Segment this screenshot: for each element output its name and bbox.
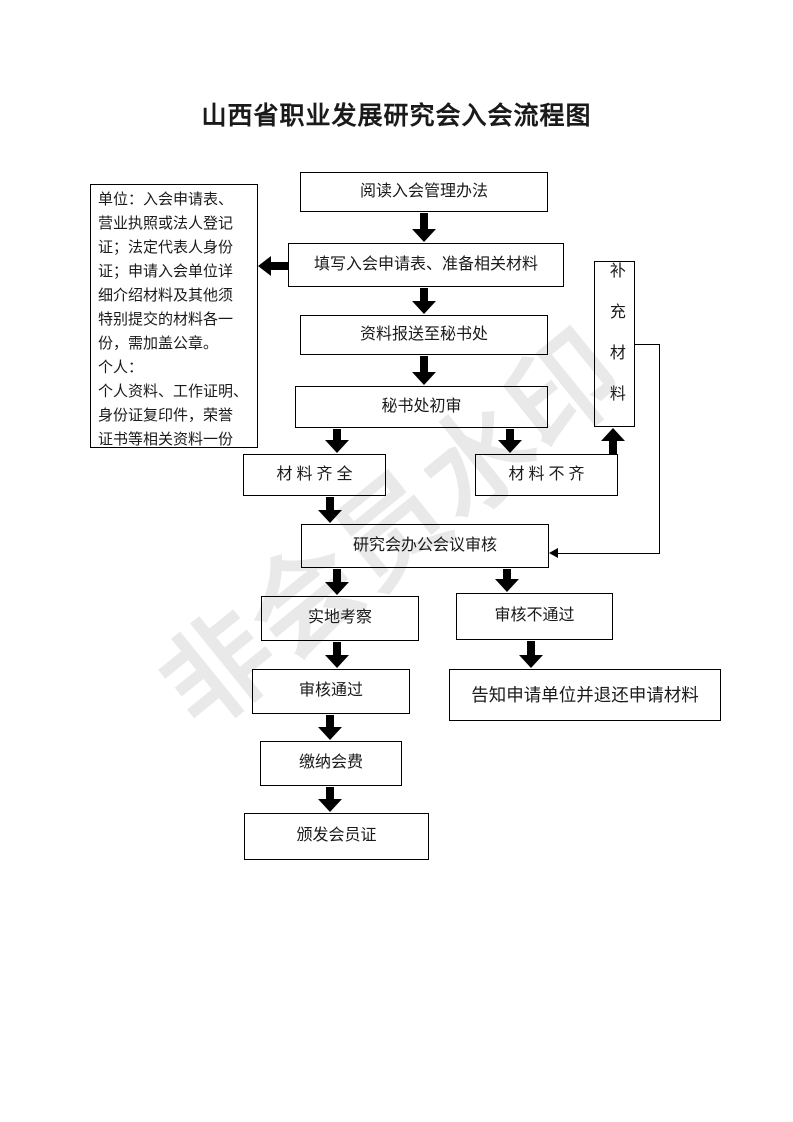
arrow-fill-to-submit	[420, 288, 428, 301]
arrow-review-to-incomplete	[506, 429, 514, 440]
node-read-rules: 阅读入会管理办法	[300, 172, 548, 212]
arrow-meeting-to-failed	[503, 569, 511, 579]
node-issue-certificate: 颁发会员证	[244, 813, 429, 860]
supplement-materials-label: 补充材料	[606, 262, 624, 426]
arrow-read-to-fill	[420, 213, 428, 229]
connector-supplement-return	[557, 552, 660, 554]
node-submit-materials: 资料报送至秘书处	[300, 315, 548, 355]
connector-supplement-vertical	[658, 343, 660, 554]
arrow-complete-to-meeting	[326, 497, 334, 510]
arrow-fee-to-certificate	[326, 787, 334, 799]
arrow-failed-to-notify	[527, 641, 535, 655]
node-materials-incomplete: 材 料 不 齐	[475, 454, 618, 496]
arrow-fill-to-info	[271, 262, 288, 270]
node-review-failed: 审核不通过	[456, 593, 613, 640]
page-title: 山西省职业发展研究会入会流程图	[201, 103, 592, 130]
arrow-submit-to-review	[420, 356, 428, 372]
arrow-passed-to-fee	[326, 715, 334, 727]
connector-arrowhead-icon	[549, 548, 558, 558]
node-supplement-materials: 补充材料	[594, 261, 635, 427]
node-pay-fee: 缴纳会费	[260, 741, 402, 786]
node-field-inspection: 实地考察	[261, 596, 419, 641]
node-materials-complete: 材 料 齐 全	[243, 454, 386, 496]
node-required-materials-info: 单位：入会申请表、 营业执照或法人登记 证；法定代表人身份 证；申请入会单位详 …	[90, 184, 258, 448]
node-review-passed: 审核通过	[252, 669, 410, 714]
arrow-review-to-complete	[333, 429, 341, 440]
arrow-incomplete-to-supplement	[609, 441, 617, 454]
arrow-meeting-to-inspection	[333, 569, 341, 582]
arrow-inspection-to-passed	[333, 642, 341, 655]
node-fill-form: 填写入会申请表、准备相关材料	[288, 243, 564, 287]
node-office-meeting-review: 研究会办公会议审核	[301, 524, 549, 568]
node-notify-return: 告知申请单位并退还申请材料	[449, 669, 721, 721]
node-initial-review: 秘书处初审	[295, 386, 548, 428]
connector-supplement-horizontal	[635, 343, 660, 345]
